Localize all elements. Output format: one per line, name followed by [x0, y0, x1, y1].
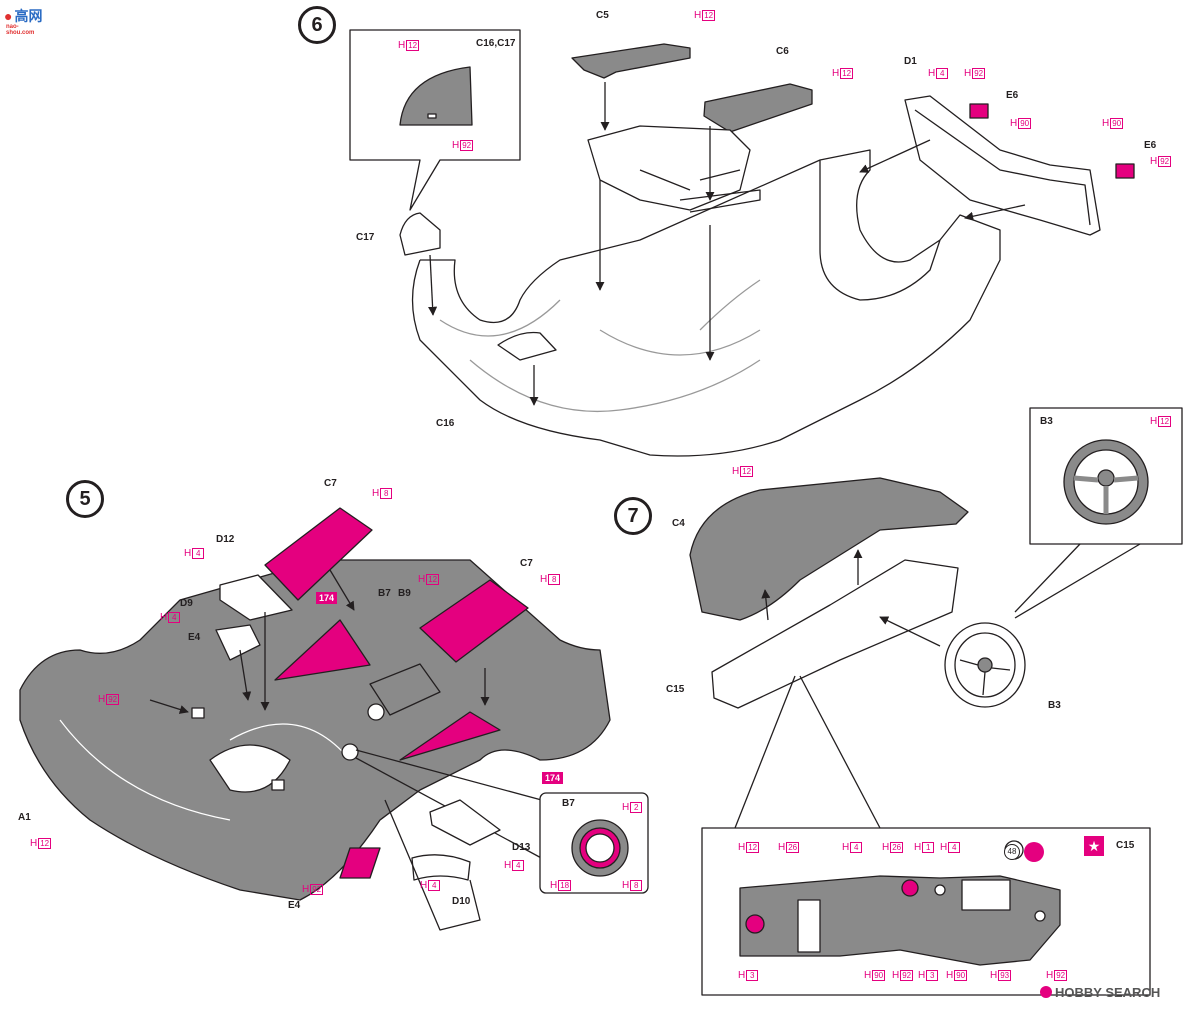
- label-d10: D10: [452, 896, 471, 907]
- part-d13: [429, 799, 501, 846]
- part-e6-a: [969, 103, 989, 119]
- label-b9: B9: [398, 588, 411, 599]
- part-d12: [219, 574, 293, 621]
- decal-number-174: 174: [542, 772, 564, 784]
- label-a1: A1: [18, 812, 31, 823]
- label-c4: C4: [672, 518, 685, 529]
- part-b9: [369, 663, 441, 716]
- label-c5: C5: [596, 10, 609, 21]
- part-d1: [904, 95, 1101, 236]
- label-c6: C6: [776, 46, 789, 57]
- decal-number-174: 174: [316, 592, 338, 604]
- label-c7-b: C7: [520, 558, 533, 569]
- part-c6: [703, 83, 813, 133]
- decal-174-left: [274, 619, 371, 681]
- label-b7: B7: [378, 588, 391, 599]
- star-icon: ★: [1084, 836, 1104, 856]
- label-d1: D1: [904, 56, 917, 67]
- part-c16: [497, 331, 557, 361]
- part-c15: [711, 559, 959, 709]
- decal-sheet-icon: [339, 847, 381, 879]
- c15-detail-title: C15: [1116, 840, 1135, 851]
- label-c16: C16: [436, 418, 455, 429]
- part-d9: [215, 624, 261, 661]
- c17-detail-shape: [399, 66, 473, 126]
- part-c5: [571, 43, 691, 79]
- label-d12: D12: [216, 534, 235, 545]
- label-c17: C17: [356, 232, 375, 243]
- hobbysearch-watermark: HOBBY SEARCH: [1040, 985, 1160, 1000]
- label-d13: D13: [512, 842, 531, 853]
- label-d9: D9: [180, 598, 193, 609]
- step-number-7: 7: [614, 497, 652, 535]
- label-e4-b: E4: [288, 900, 301, 911]
- part-c7-right: [419, 579, 529, 663]
- part-c7-left: [264, 507, 373, 601]
- part-b7: [367, 703, 385, 721]
- body-tub-step6: [411, 149, 1001, 457]
- label-e4-a: E4: [188, 632, 201, 643]
- b7-detail-title: B7: [562, 798, 575, 809]
- site-watermark: ●高网 nao-shou.com: [4, 8, 43, 36]
- decal-number-48: 48: [1004, 844, 1020, 860]
- step-number-5: 5: [66, 480, 104, 518]
- part-e4-b: [271, 779, 285, 791]
- gaoda-logo-icon: ●: [4, 8, 13, 24]
- c16-c17-detail-title: C16,C17: [476, 38, 516, 49]
- hobbysearch-logo-icon: [1040, 986, 1052, 998]
- label-c15: C15: [666, 684, 685, 695]
- part-c17: [399, 212, 441, 256]
- label-b3: B3: [1048, 700, 1061, 711]
- step-number-6: 6: [298, 6, 336, 44]
- part-d10: [411, 854, 471, 881]
- b3-detail-title: B3: [1040, 416, 1053, 427]
- label-c7-a: C7: [324, 478, 337, 489]
- label-e6-a: E6: [1006, 90, 1019, 101]
- part-e6-b: [1115, 163, 1135, 179]
- part-c4: [689, 477, 969, 621]
- part-e4-a: [191, 707, 205, 719]
- decal-174-right: [399, 711, 501, 761]
- label-e6-b: E6: [1144, 140, 1157, 151]
